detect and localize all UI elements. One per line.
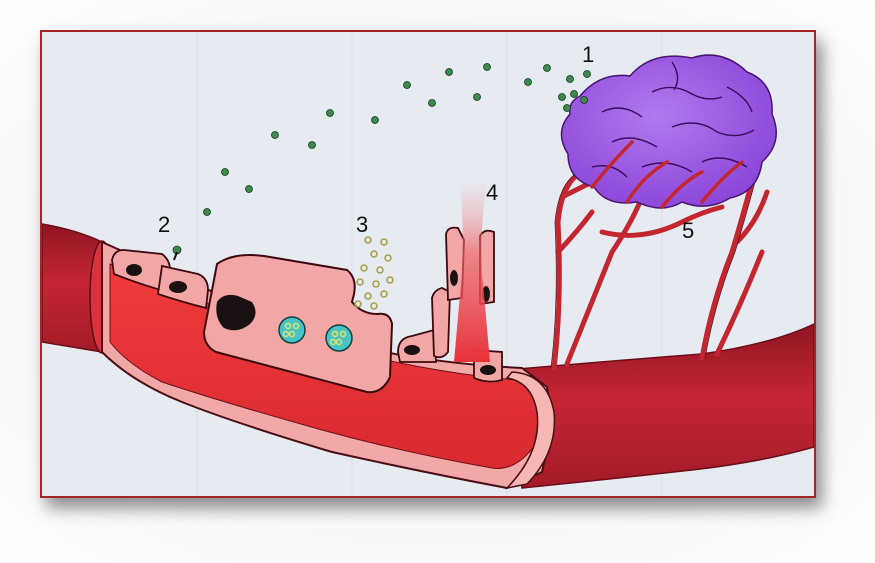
cytokine-particles: [173, 64, 591, 255]
label-1: 1: [582, 44, 594, 66]
label-2: 2: [158, 214, 170, 236]
released-granules: [355, 237, 393, 309]
tumor-mass: [561, 55, 776, 208]
blood-vessel-diagram: [42, 32, 814, 496]
diagram-frame: 1 2 3 4 5: [40, 30, 816, 498]
label-3: 3: [356, 214, 368, 236]
label-4: 4: [486, 182, 498, 204]
label-5: 5: [682, 220, 694, 242]
